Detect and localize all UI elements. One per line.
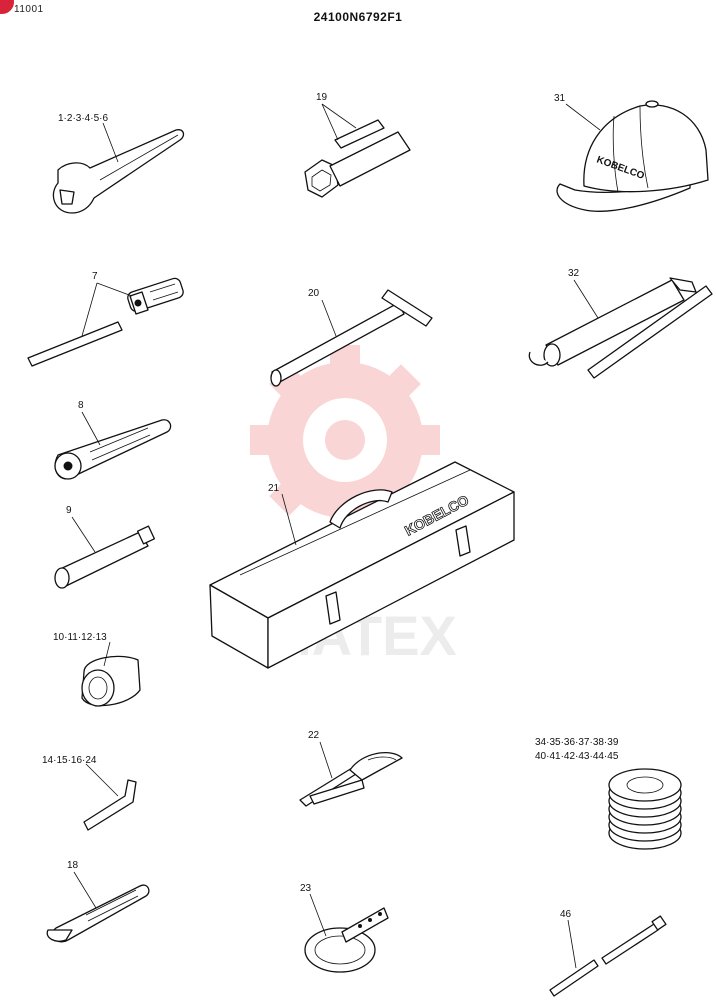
- filter-wrench: 23: [300, 883, 389, 973]
- ratchet-handle: 8: [54, 400, 172, 480]
- callout-cap: 31: [554, 93, 566, 104]
- callout-extension: 9: [66, 505, 72, 516]
- t-handle-bar: 20: [270, 288, 433, 387]
- callout-pliers: 22: [308, 730, 320, 741]
- callout-t-handle: 20: [308, 288, 320, 299]
- callout-toolbox: 21: [268, 483, 280, 494]
- pin: 46: [549, 909, 667, 997]
- extension-bar: 9: [54, 505, 156, 589]
- toolbox: 21 KOBELCO: [209, 461, 515, 669]
- page-code: 11001: [14, 4, 44, 15]
- callout-box-wrench: 19: [316, 92, 328, 103]
- callout-filter-wrench: 23: [300, 883, 312, 894]
- socket: 10·11·12·13: [53, 632, 141, 707]
- grease-gun: 32: [528, 268, 713, 379]
- callout-adjustable-wrench: 18: [67, 860, 79, 871]
- callout-wrench: 1·2·3·4·5·6: [58, 113, 108, 124]
- callout-grease-gun: 32: [568, 268, 580, 279]
- box-wrench: 19: [304, 92, 411, 198]
- document-code: 24100N6792F1: [313, 10, 403, 24]
- callout-ratchet: 8: [78, 400, 84, 411]
- callout-pin: 46: [560, 909, 572, 920]
- callout-shims-line2: 40·41·42·43·44·45: [535, 751, 619, 762]
- open-end-wrench: 1·2·3·4·5·6: [52, 113, 185, 214]
- adjustable-wrench: 18: [46, 860, 150, 943]
- screwdriver: 7: [27, 271, 184, 367]
- callout-shims-line1: 34·35·36·37·38·39: [535, 737, 619, 748]
- hex-key: 14·15·16·24: [42, 755, 137, 831]
- callout-socket: 10·11·12·13: [53, 632, 107, 643]
- callout-screwdriver: 7: [92, 271, 98, 282]
- pliers: 22: [299, 730, 403, 807]
- cap: 31 KOBELCO: [554, 93, 709, 212]
- callout-hex-key: 14·15·16·24: [42, 755, 97, 766]
- shim-stack: 34·35·36·37·38·39 40·41·42·43·44·45: [535, 737, 682, 850]
